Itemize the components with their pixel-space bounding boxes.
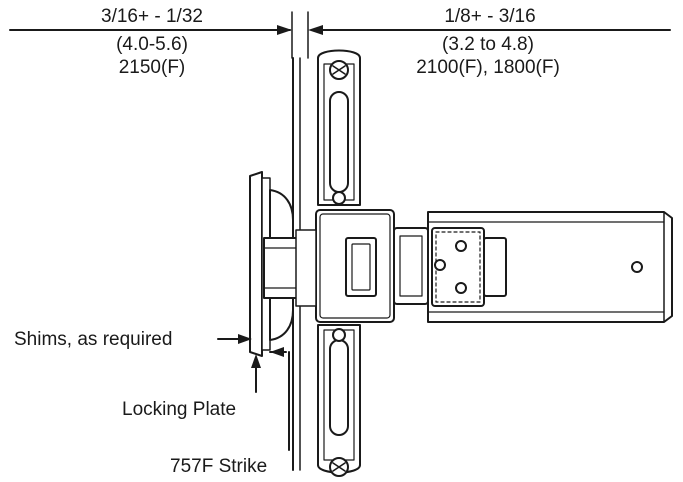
callout-text: Shims, as required Locking Plate 757F St… [14,329,267,477]
right-metric-label: (3.2 to 4.8) [442,34,534,55]
left-dimension-text: 3/16+ - 1/32 (4.0-5.6) 2150(F) [101,6,203,78]
latch-housing [263,229,317,307]
keeper-body [315,209,395,323]
locking-plate-label: Locking Plate [122,399,236,420]
strike-plate [317,49,361,474]
right-dimension-line [307,11,671,59]
left-fraction-label: 3/16+ - 1/32 [101,6,203,27]
strike-body [393,211,673,323]
left-metric-label: (4.0-5.6) [116,34,188,55]
right-model-label: 2100(F), 1800(F) [416,57,560,78]
bottom-screw-icon [329,457,349,477]
top-screw-icon [329,60,349,80]
left-model-label: 2150(F) [119,57,186,78]
locking-plate-leader [251,354,261,393]
left-dimension-line [9,11,293,59]
strike-leader [269,347,290,451]
strike-label: 757F Strike [170,456,267,477]
shims-leader [217,334,252,344]
right-dimension-text: 1/8+ - 3/16 (3.2 to 4.8) 2100(F), 1800(F… [416,6,560,78]
shims-label: Shims, as required [14,329,172,350]
right-fraction-label: 1/8+ - 3/16 [444,6,535,27]
